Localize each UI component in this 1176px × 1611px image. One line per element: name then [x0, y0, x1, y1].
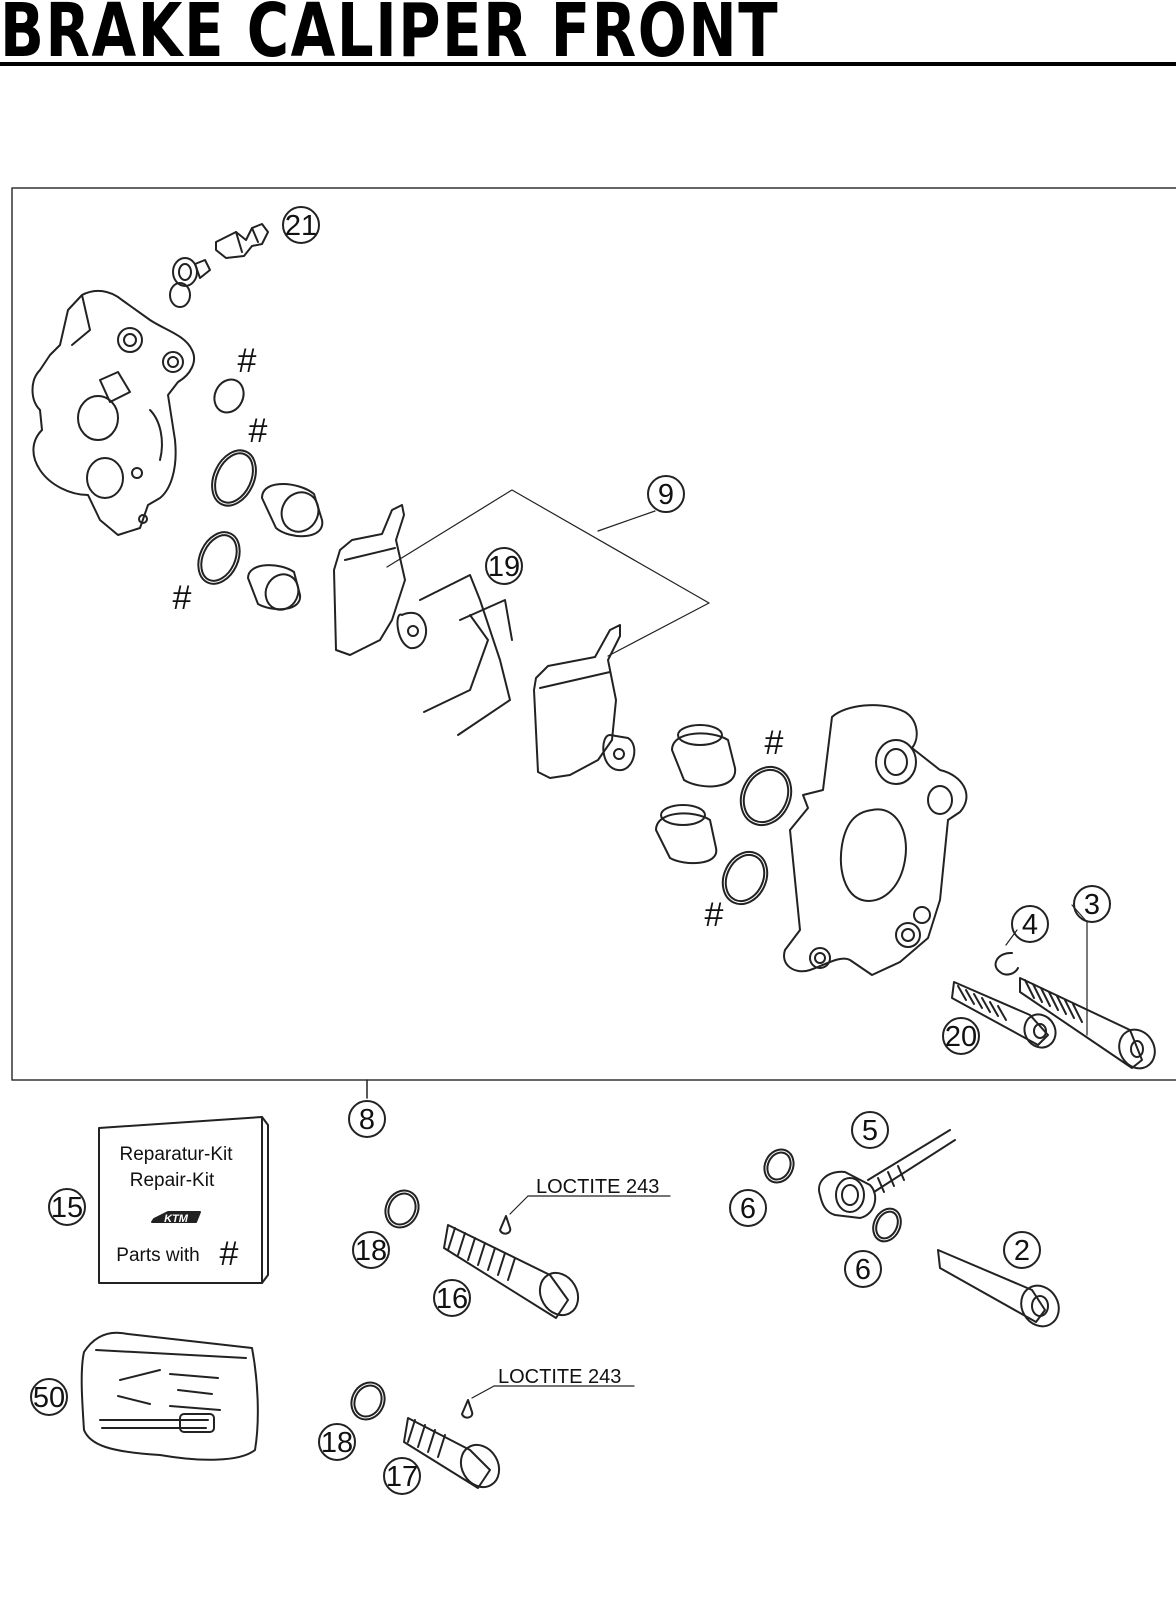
callout-circle-50: [30, 1378, 68, 1416]
callout-circle-4: [1011, 905, 1049, 943]
kit-line-3: Parts with: [116, 1245, 199, 1266]
callout-18b: 18: [321, 1427, 353, 1459]
callout-16: 16: [436, 1283, 468, 1315]
hash-mark-4: #: [765, 724, 784, 762]
page-title: BRAKE CALIPER FRONT: [0, 0, 780, 74]
loctite-label-1: LOCTITE 243: [536, 1176, 659, 1198]
hash-mark-1: #: [238, 342, 257, 380]
hash-mark-3: #: [173, 579, 192, 617]
callout-15: 15: [51, 1192, 83, 1224]
callout-circle-20: [942, 1017, 980, 1055]
callout-20: 20: [945, 1021, 977, 1053]
bleeder-valve: [169, 223, 269, 308]
callout-circle-19: [485, 547, 523, 585]
callout-8: 8: [359, 1104, 375, 1136]
callout-2: 2: [1014, 1235, 1030, 1267]
callout-circle-16: [433, 1279, 471, 1317]
kit-brand-logo: KTM: [164, 1213, 189, 1225]
callout-circle-6b: [844, 1250, 882, 1288]
callout-circle-5: [851, 1111, 889, 1149]
callout-4: 4: [1022, 909, 1038, 941]
callout-19: 19: [488, 551, 520, 583]
brake-pads: [333, 504, 636, 779]
leader-9: [386, 489, 710, 657]
callout-6b: 6: [855, 1254, 871, 1286]
callout-9: 9: [658, 479, 674, 511]
kit-line-2: Repair-Kit: [130, 1170, 215, 1191]
callout-circle-15: [48, 1188, 86, 1226]
callout-circle-6a: [729, 1189, 767, 1227]
callout-circle-18a: [352, 1231, 390, 1269]
callout-18a: 18: [355, 1235, 387, 1267]
callout-17: 17: [386, 1461, 418, 1493]
callout-circle-3: [1073, 885, 1111, 923]
kit-line-1: Reparatur-Kit: [120, 1144, 234, 1165]
callout-3: 3: [1084, 889, 1100, 921]
callout-circle-9: [647, 475, 685, 513]
leader-3-4: [1005, 904, 1088, 1036]
loctite-label-2: LOCTITE 243: [498, 1366, 621, 1388]
callout-5: 5: [862, 1115, 878, 1147]
pins-and-clip: [951, 951, 1156, 1070]
hash-mark-2: #: [249, 412, 268, 450]
callout-circle-21: [282, 206, 320, 244]
repair-kit-box: [98, 1116, 269, 1284]
assembly-frame: [11, 187, 1176, 1081]
bleed-kit-pouch: [80, 1331, 259, 1461]
caliper-half-left: [31, 289, 196, 536]
callout-6a: 6: [740, 1193, 756, 1225]
caliper-half-right: [783, 704, 968, 976]
pad-spring: [419, 574, 513, 736]
callout-circle-17: [383, 1457, 421, 1495]
left-pistons-and-seals: [197, 378, 324, 611]
callout-circles: [30, 206, 1111, 1495]
hash-mark-5: #: [705, 896, 724, 934]
brake-line-and-bolts: [763, 1129, 1060, 1328]
mounting-bolts: [350, 1189, 671, 1489]
callout-21: 21: [285, 210, 317, 242]
callout-circle-8: [348, 1100, 386, 1138]
title-rule: [0, 62, 1176, 66]
callout-circle-2: [1003, 1231, 1041, 1269]
callout-50: 50: [33, 1382, 65, 1414]
callout-circle-18b: [318, 1423, 356, 1461]
kit-hash-mark: #: [220, 1235, 239, 1273]
right-pistons-and-seals: [655, 724, 793, 906]
